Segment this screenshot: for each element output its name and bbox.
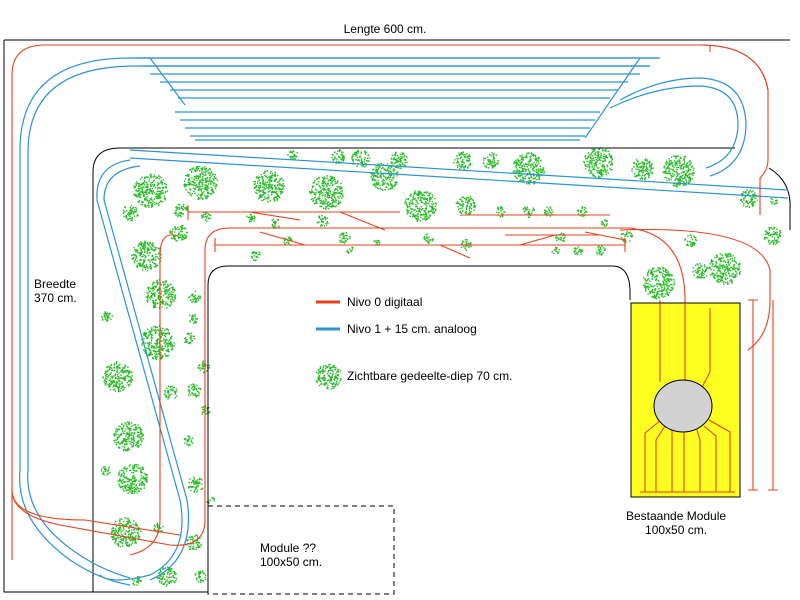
- tree-icon: [110, 517, 142, 548]
- width-label-line2: 370 cm.: [34, 291, 77, 305]
- tree-icon: [101, 311, 113, 322]
- tree-icon: [187, 476, 204, 493]
- tree-icon: [194, 570, 207, 584]
- tree-icon: [131, 240, 162, 272]
- tree-icon: [122, 205, 139, 222]
- legend-red-text: Nivo 0 digitaal: [347, 295, 423, 309]
- module-tracks: [640, 303, 735, 493]
- tree-icon: [173, 203, 188, 218]
- tree-icon: [141, 325, 176, 360]
- tree-icon: [551, 246, 560, 255]
- tree-icon: [583, 147, 613, 179]
- module-existing-line1: Bestaande Module: [626, 509, 727, 523]
- tree-icon: [183, 435, 194, 447]
- tree-icon: [620, 231, 634, 244]
- width-label: Breedte 370 cm.: [34, 277, 77, 305]
- tree-icon: [453, 151, 472, 171]
- module-existing-line2: 100x50 cm.: [645, 523, 708, 537]
- tree-icon: [573, 246, 584, 256]
- tree-icon: [770, 196, 778, 205]
- turntable: [653, 379, 713, 433]
- legend-tree-marker: [315, 363, 342, 390]
- tree-icon: [102, 361, 133, 393]
- tree-icon: [455, 196, 476, 216]
- tree-icon: [423, 233, 434, 244]
- tree-icon: [763, 226, 782, 245]
- tree-icon: [113, 421, 144, 452]
- module-new-line1: Module ??: [260, 541, 317, 555]
- tree-icon: [351, 149, 371, 168]
- tree-icon: [253, 170, 285, 203]
- tree-icon: [316, 215, 329, 227]
- tree-icon: [184, 332, 196, 345]
- tree-icon: [631, 158, 654, 181]
- tree-icon: [496, 206, 506, 218]
- tree-group: [100, 147, 782, 587]
- tree-icon: [145, 279, 177, 310]
- tree-icon: [331, 149, 346, 164]
- tree-icon: [169, 224, 188, 242]
- tree-icon: [370, 162, 399, 191]
- tree-icon: [577, 206, 588, 217]
- tree-icon: [188, 383, 202, 398]
- module-new-label: Module ?? 100x50 cm.: [260, 541, 322, 569]
- tree-icon: [482, 152, 500, 169]
- legend-blue-text: Nivo 1 + 15 cm. analoog: [347, 322, 477, 336]
- tree-icon: [643, 267, 676, 300]
- tree-icon: [595, 245, 606, 256]
- tree-icon: [201, 211, 212, 222]
- module-existing-label: Bestaande Module 100x50 cm.: [626, 509, 726, 537]
- width-label-line1: Breedte: [34, 277, 77, 291]
- module-new-line2: 100x50 cm.: [260, 555, 323, 569]
- tree-icon: [185, 534, 202, 551]
- tree-icon: [692, 262, 709, 279]
- blue-tracks: [18, 57, 789, 586]
- tree-icon: [163, 385, 178, 400]
- tree-icon: [708, 253, 741, 286]
- tree-icon: [183, 165, 219, 201]
- red-tracks: [11, 44, 778, 560]
- tree-icon: [250, 251, 261, 262]
- tree-icon: [117, 464, 148, 494]
- tree-icon: [133, 173, 169, 208]
- tree-icon: [522, 206, 535, 219]
- tree-icon: [315, 363, 342, 390]
- module-placeholder: [207, 505, 395, 595]
- tree-icon: [684, 234, 697, 247]
- length-label: Lengte 600 cm.: [343, 22, 427, 36]
- tree-icon: [309, 175, 344, 210]
- tree-icon: [555, 232, 566, 242]
- tree-icon: [287, 150, 298, 160]
- tree-icon: [339, 232, 351, 244]
- tree-icon: [600, 219, 608, 227]
- tree-icon: [246, 213, 256, 223]
- tree-icon: [100, 466, 111, 476]
- tree-icon: [512, 152, 546, 185]
- baseboard-outline: [3, 39, 791, 593]
- tree-icon: [189, 313, 199, 324]
- legend-tree-text: Zichtbare gedeelte-diep 70 cm.: [347, 369, 513, 383]
- tree-icon: [346, 246, 354, 254]
- tree-icon: [188, 290, 202, 304]
- tree-icon: [404, 190, 437, 222]
- tree-icon: [739, 189, 759, 208]
- tree-icon: [201, 405, 211, 415]
